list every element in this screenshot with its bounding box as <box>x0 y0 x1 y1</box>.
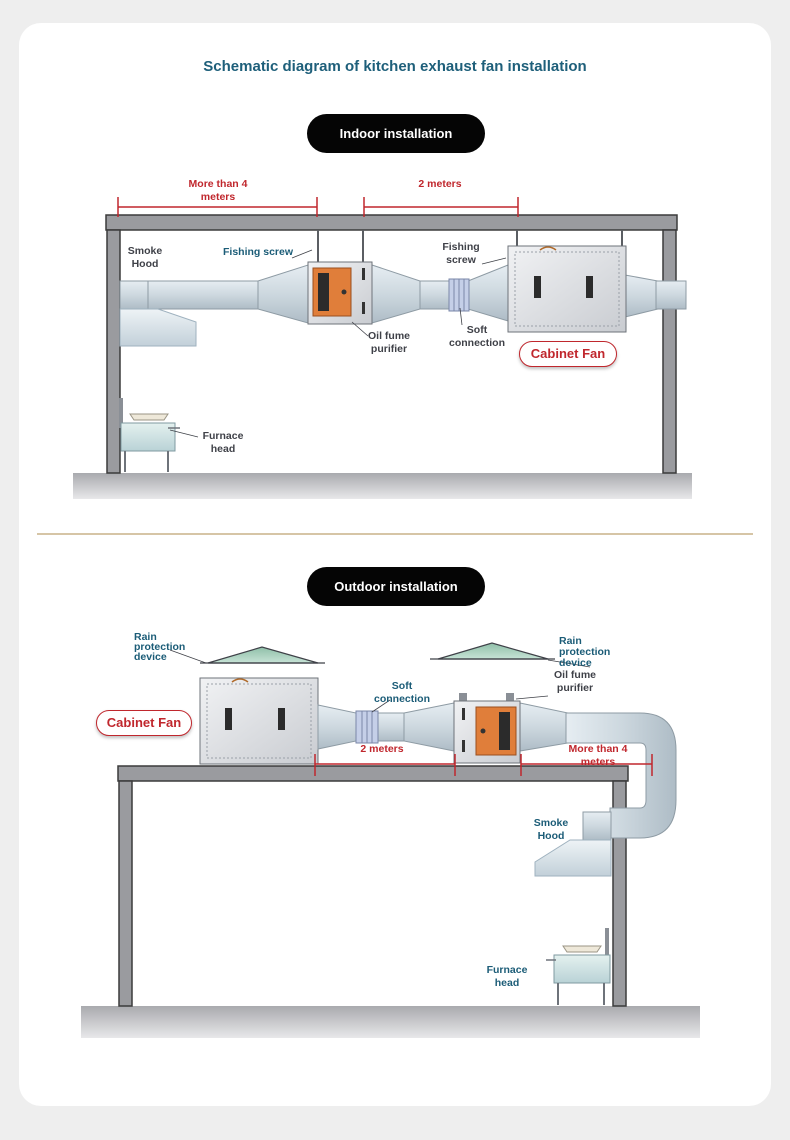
outdoor-rain-protection-left <box>200 646 325 664</box>
indoor-dim-left-label: More than 4 meters <box>188 178 248 203</box>
indoor-dimension-lines <box>117 197 519 217</box>
outdoor-building <box>81 765 700 1038</box>
indoor-soft-connection-label: Soft connection <box>448 324 505 349</box>
outdoor-rain-protection-right <box>430 642 555 660</box>
indoor-duct-run <box>119 264 687 324</box>
outdoor-soft-connection-label: Soft connection <box>373 680 430 705</box>
diagram-card <box>19 23 771 1106</box>
outdoor-oil-fume-purifier <box>453 693 521 764</box>
outdoor-dim-left-label: 2 meters <box>360 743 404 755</box>
indoor-hangers <box>317 230 623 262</box>
outdoor-duct-run <box>317 702 677 839</box>
outdoor-smoke-hood-label: Smoke Hood <box>533 817 569 842</box>
outdoor-furnace-head <box>546 928 611 1005</box>
indoor-cabinet-fan-badge: Cabinet Fan <box>519 341 617 367</box>
outdoor-dimension-lines <box>314 754 653 776</box>
indoor-smoke-hood-label: Smoke Hood <box>127 245 163 270</box>
outdoor-leader-lines <box>169 649 591 713</box>
outdoor-cabinet-fan <box>199 677 319 765</box>
indoor-furnace-head <box>119 398 180 472</box>
indoor-oil-fume-purifier-label: Oil fume purifier <box>367 330 410 355</box>
indoor-leader-lines <box>169 249 507 438</box>
indoor-furnace-head-label: Furnace head <box>202 430 244 455</box>
outdoor-rain-protection-left-label: Rain protection device <box>134 631 186 663</box>
indoor-fishing-screw-right-label: Fishing screw <box>442 241 480 266</box>
indoor-installation-header: Indoor installation <box>307 114 485 153</box>
diagram-title: Schematic diagram of kitchen exhaust fan… <box>203 58 587 75</box>
outdoor-furnace-head-label: Furnace head <box>486 964 528 989</box>
indoor-soft-connection <box>448 278 470 312</box>
indoor-fishing-screw-left-label: Fishing screw <box>222 246 294 258</box>
outdoor-soft-connection <box>355 710 379 744</box>
outdoor-dim-right-label: More than 4 meters <box>568 743 628 768</box>
indoor-oil-fume-purifier <box>307 261 373 325</box>
indoor-cabinet-fan <box>507 245 627 333</box>
outdoor-installation-header: Outdoor installation <box>307 567 485 606</box>
outdoor-oil-fume-purifier-label: Oil fume purifier <box>553 669 596 694</box>
outdoor-cabinet-fan-badge: Cabinet Fan <box>96 710 192 736</box>
outdoor-smoke-hood <box>534 811 612 877</box>
section-divider <box>37 533 753 535</box>
indoor-smoke-hood <box>119 308 197 347</box>
indoor-building <box>73 214 692 499</box>
outdoor-rain-protection-right-label: Rain protection device <box>559 635 611 669</box>
indoor-dim-right-label: 2 meters <box>418 178 462 190</box>
